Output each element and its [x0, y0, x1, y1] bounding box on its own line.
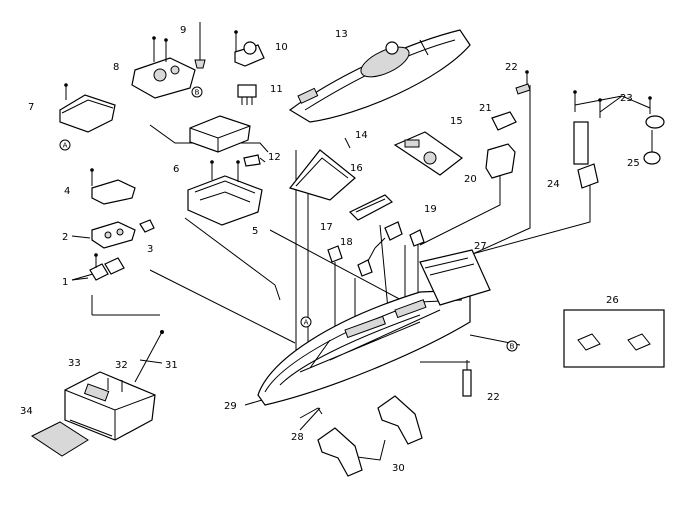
svg-text:A: A	[304, 319, 309, 327]
label-20: 20	[464, 174, 477, 185]
part-16-rail	[348, 194, 393, 221]
part-30-stands	[317, 395, 423, 477]
part-20-block	[485, 143, 516, 179]
part-32-sticks	[107, 378, 123, 392]
part-21-clip	[491, 111, 517, 131]
part-11-connector	[237, 84, 257, 105]
label-5: 5	[252, 226, 258, 237]
label-2: 2	[62, 232, 68, 243]
label-26: 26	[606, 295, 619, 306]
svg-text:B: B	[195, 89, 200, 97]
label-11: 11	[270, 84, 283, 95]
label-32: 32	[115, 360, 128, 371]
label-24: 24	[547, 179, 560, 190]
label-23: 23	[620, 93, 633, 104]
label-13: 13	[335, 29, 348, 40]
svg-text:A: A	[63, 142, 68, 150]
part-12-clip	[243, 154, 261, 167]
part-33-transmitter	[64, 371, 156, 441]
label-34: 34	[20, 406, 33, 417]
part-8-receiver	[131, 36, 196, 99]
label-18: 18	[340, 237, 353, 248]
part-5-chassis-frame	[187, 160, 263, 226]
part-24-rudder-mount	[573, 121, 599, 189]
label-30: 30	[392, 463, 405, 474]
part-1-clamps	[89, 253, 125, 281]
ref-circle-b-top: B	[191, 86, 203, 98]
label-31: 31	[165, 360, 178, 371]
label-16: 16	[350, 163, 363, 174]
label-10: 10	[275, 42, 288, 53]
part-14-deck-cover	[288, 149, 356, 201]
label-14: 14	[355, 130, 368, 141]
label-33: 33	[68, 358, 81, 369]
boat-cover	[288, 29, 471, 123]
ref-circle-a-top: A	[59, 139, 71, 151]
part-22-screw-top	[515, 70, 531, 95]
part-6-motor-box	[189, 115, 251, 153]
svg-text:B: B	[510, 343, 515, 351]
part-19-clip	[409, 229, 425, 247]
part-23-screws	[573, 90, 652, 118]
part-3-nut	[139, 219, 155, 233]
label-29: 29	[224, 401, 237, 412]
part-31-antenna	[134, 330, 164, 383]
label-7: 7	[28, 102, 34, 113]
ref-circle-a-hull: A	[300, 316, 312, 328]
part-34-battery-cover	[31, 421, 89, 457]
label-19: 19	[424, 204, 437, 215]
part-4-bracket	[90, 168, 136, 205]
part-9-screw	[194, 22, 206, 69]
label-4: 4	[64, 186, 70, 197]
hull	[257, 289, 471, 406]
part-2-switch	[91, 221, 136, 249]
part-22-strut	[462, 360, 472, 397]
label-22-bottom: 22	[487, 392, 500, 403]
label-12: 12	[268, 152, 281, 163]
part-10-servo	[234, 30, 265, 67]
part-15-battery-plate	[393, 131, 464, 176]
label-1: 1	[62, 277, 68, 288]
label-3: 3	[147, 244, 153, 255]
label-21: 21	[479, 103, 492, 114]
deck-panel	[419, 249, 491, 306]
label-28: 28	[291, 432, 304, 443]
label-9: 9	[180, 25, 186, 36]
part-25-gear	[643, 115, 665, 165]
part-7-battery-box	[59, 83, 116, 133]
part-17-holder	[327, 245, 343, 263]
label-22-top: 22	[505, 62, 518, 73]
part-26-decal-sheet	[563, 309, 665, 368]
label-6: 6	[173, 164, 179, 175]
part-28-keel	[299, 407, 323, 419]
ref-circle-b-hull: B	[506, 340, 518, 352]
part-number-labels: 1 2 3 4 5 6 7 8 9 10 11 12 13 14 15 16 1…	[20, 25, 640, 474]
label-17: 17	[320, 222, 333, 233]
label-15: 15	[450, 116, 463, 127]
label-25: 25	[627, 158, 640, 169]
part-18-holders	[357, 221, 403, 277]
label-8: 8	[113, 62, 119, 73]
label-27: 27	[474, 241, 487, 252]
